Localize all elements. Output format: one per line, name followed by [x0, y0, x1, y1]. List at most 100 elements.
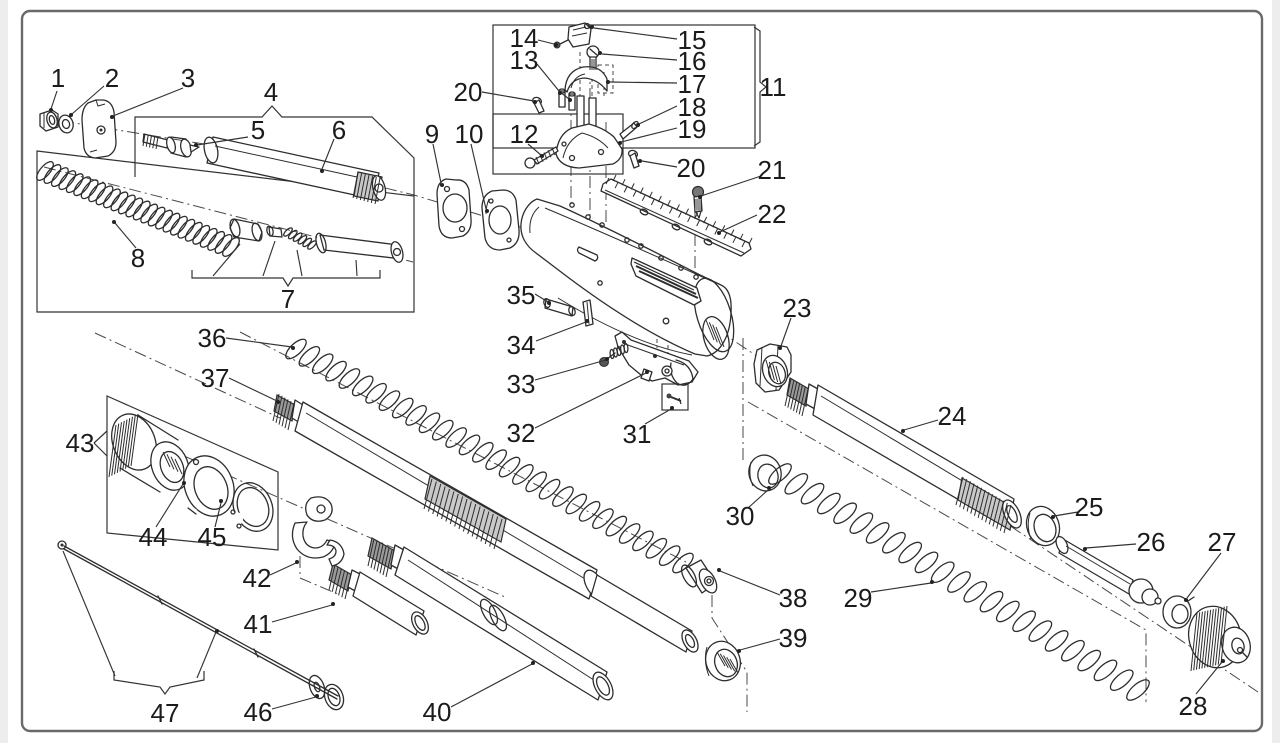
- part-42-clamp: [291, 496, 345, 567]
- leader-dot-10: [485, 209, 489, 213]
- leader-dot-19: [618, 141, 622, 145]
- callout-c16: 16: [678, 46, 707, 76]
- leader-dot-3: [110, 115, 114, 119]
- leader-dot-15: [590, 25, 594, 29]
- leader-line-6: [321, 138, 335, 170]
- leader-dot-39: [737, 649, 741, 653]
- leader-dot-31: [670, 406, 674, 410]
- leader-line-22: [719, 214, 758, 233]
- callout-c3: 3: [181, 63, 195, 93]
- callout-c31: 31: [623, 419, 652, 449]
- leader-dot-20: [638, 159, 642, 163]
- group-box-43: [106, 395, 279, 551]
- part-35-pin: [543, 297, 576, 317]
- leader-line-8: [114, 222, 137, 249]
- callout-c20b: 20: [677, 153, 706, 183]
- callout-c45: 45: [198, 522, 227, 552]
- callout-c44: 44: [139, 522, 168, 552]
- leader-line-19: [620, 127, 678, 143]
- leader-dot-44: [182, 481, 186, 485]
- leader-dot-37: [276, 400, 280, 404]
- leader-line-9: [432, 143, 442, 184]
- leader-dot-34: [585, 319, 589, 323]
- part-13-pins: [558, 88, 576, 111]
- leader-dot-30: [767, 486, 771, 490]
- part-32-trigger-group: [614, 331, 699, 386]
- sight-assembly: [524, 22, 640, 169]
- group-bracket-4: [134, 105, 415, 196]
- part-34-blade: [582, 299, 594, 327]
- leader-dot-28: [1221, 659, 1225, 663]
- part-26-piston: [1055, 535, 1162, 606]
- leader-line-24: [903, 419, 939, 431]
- part-38-cap: [680, 559, 718, 594]
- leader-dot-38: [717, 568, 721, 572]
- part-2-washer: [58, 114, 74, 134]
- callout-c35: 35: [507, 280, 536, 310]
- leader-line-35: [534, 293, 549, 303]
- group-bracket-47: [113, 671, 205, 696]
- bracket-43-a: [93, 430, 108, 444]
- callout-c6: 6: [332, 115, 346, 145]
- leader-line-31: [644, 408, 672, 425]
- callout-c7: 7: [281, 284, 295, 314]
- leader-dot-18: [636, 123, 640, 127]
- callout-c20a: 20: [454, 77, 483, 107]
- leader-line-46: [271, 696, 317, 710]
- callout-c18: 18: [678, 92, 707, 122]
- leader-line-37: [228, 377, 278, 402]
- leader-line-40: [450, 663, 533, 708]
- leader-dot-32: [645, 370, 649, 374]
- leader-line-14: [537, 39, 555, 45]
- callout-c26: 26: [1137, 527, 1166, 557]
- part-3-cover-plate: [81, 99, 117, 159]
- part-10-plate: [481, 189, 520, 251]
- leader-dot-23: [778, 346, 782, 350]
- leader-line-15: [593, 27, 678, 40]
- part-7-piston-group: [229, 218, 404, 263]
- bracket-43-b: [93, 442, 108, 457]
- leader-line-45: [214, 502, 222, 528]
- leader-line-41: [271, 604, 333, 623]
- leader-line-13: [536, 63, 560, 92]
- leader-dot-46: [315, 694, 319, 698]
- sight-column-a: [576, 95, 585, 129]
- leader-dot-16: [598, 51, 602, 55]
- callout-c41: 41: [244, 609, 273, 639]
- callout-c9: 9: [425, 119, 439, 149]
- leader-dot-9: [440, 183, 444, 187]
- callout-c5: 5: [251, 115, 265, 145]
- leader-line-3: [112, 87, 184, 117]
- callout-c39: 39: [779, 623, 808, 653]
- leader-line-23: [780, 317, 792, 347]
- leader-dot-5: [194, 143, 198, 147]
- leader-dot-27: [1184, 598, 1188, 602]
- leader-dot-13: [568, 98, 572, 102]
- leader-line-26: [1085, 543, 1137, 549]
- callout-c2: 2: [105, 63, 119, 93]
- leader-dot-26: [1083, 547, 1087, 551]
- coil-springs: [36, 161, 1150, 701]
- group-bracket-7: [191, 270, 381, 288]
- callout-c8: 8: [131, 243, 145, 273]
- callout-c14: 14: [510, 23, 539, 53]
- part-40-tube: [367, 537, 614, 701]
- callout-c37: 37: [201, 363, 230, 393]
- leader-line-17: [609, 81, 678, 84]
- part-47-cleaning-rod: [57, 540, 339, 700]
- callout-c40: 40: [423, 697, 452, 727]
- callout-c47: 47: [151, 698, 180, 728]
- leader-line-25: [1053, 511, 1079, 517]
- leader-dot-13: [558, 91, 562, 95]
- callout-c42: 42: [243, 563, 272, 593]
- part-17-sight-base: [564, 66, 608, 93]
- callout-c25: 25: [1075, 492, 1104, 522]
- group-bracket-11: [753, 26, 767, 147]
- callout-c4: 4: [264, 77, 278, 107]
- callout-c38: 38: [779, 583, 808, 613]
- part-41-tube: [328, 563, 430, 636]
- leader-line-5: [196, 136, 249, 146]
- leader-line-20: [481, 91, 535, 102]
- callout-c21: 21: [758, 155, 787, 185]
